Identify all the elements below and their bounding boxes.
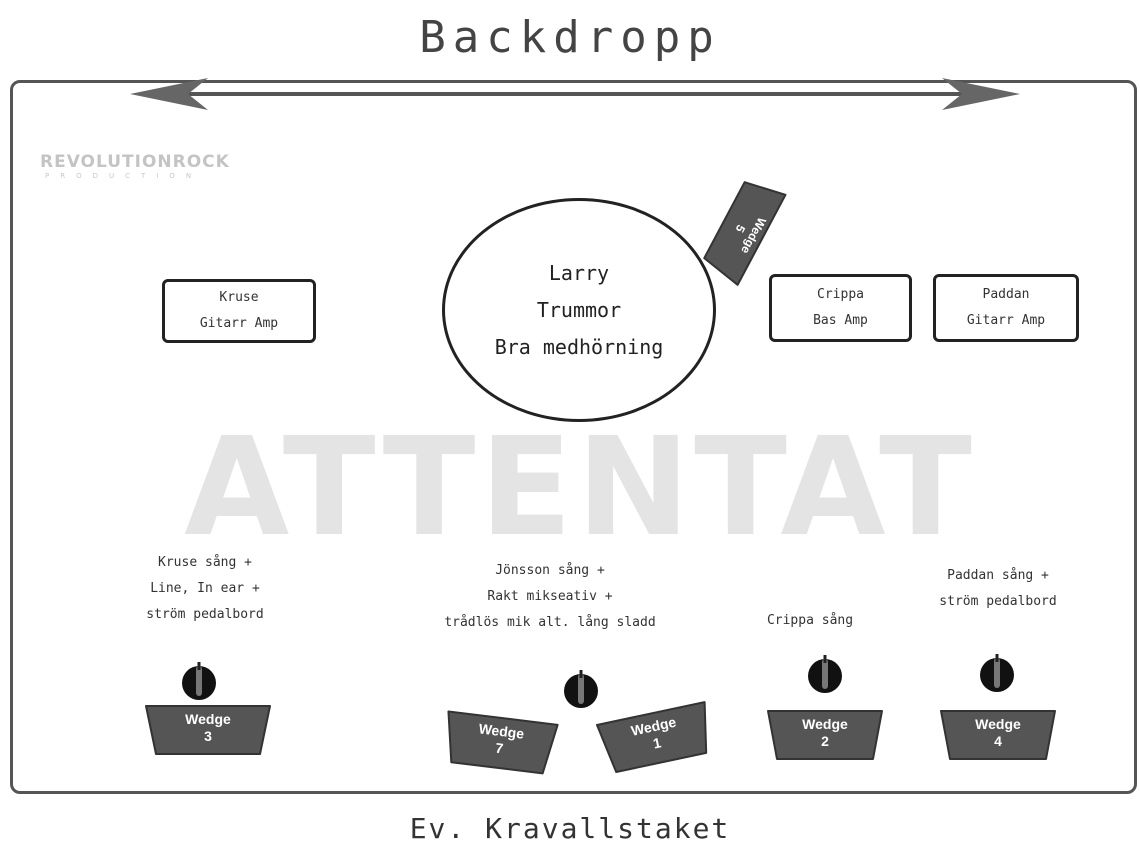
stage-outline xyxy=(10,80,1137,794)
brand-watermark-sub: PRODUCTION xyxy=(45,172,203,180)
drum-riser: Larry Trummor Bra medhörning xyxy=(442,198,716,422)
wedge-3-label: Wedge xyxy=(185,711,231,727)
note-line: trådlös mik alt. lång sladd xyxy=(444,615,656,630)
wedge-2-shape xyxy=(767,710,883,760)
amp-kruse-name: Kruse xyxy=(219,290,259,305)
wedge-2-number: 2 xyxy=(821,733,829,749)
band-watermark: ATTENTAT xyxy=(184,409,976,567)
amp-kruse: Kruse Gitarr Amp xyxy=(162,279,316,343)
wedge-4-label: Wedge xyxy=(975,716,1021,732)
note-line: Line, In ear + xyxy=(150,581,260,596)
backdrop-width-arrow xyxy=(130,78,1020,110)
wedge-3-shape xyxy=(145,705,271,755)
amp-paddan-type: Gitarr Amp xyxy=(966,313,1046,328)
mic-icon xyxy=(808,655,842,693)
amp-paddan: Paddan Gitarr Amp xyxy=(933,274,1079,342)
vocal-note-paddan: Paddan sång + ström pedalbord xyxy=(898,563,1098,615)
wedge-7-shape xyxy=(447,710,559,775)
wedge-4-number: 4 xyxy=(994,733,1002,749)
vocal-note-jonsson: Jönsson sång + Rakt mikseativ + trådlös … xyxy=(385,558,715,636)
mic-icon xyxy=(564,670,598,708)
wedge-3-number: 3 xyxy=(204,728,212,744)
wedge-1: Wedge 1 xyxy=(593,699,718,778)
amp-crippa-type: Bas Amp xyxy=(813,313,868,328)
wedge-5: Wedge 5 xyxy=(695,170,791,291)
drum-instrument: Trummor xyxy=(536,297,622,322)
wedge-2-label: Wedge xyxy=(802,716,848,732)
note-line: Paddan sång + xyxy=(947,568,1049,583)
amp-paddan-name: Paddan xyxy=(982,287,1030,302)
wedge-7: Wedge 7 xyxy=(439,708,561,778)
brand-watermark: REVOLUTIONROCK xyxy=(40,152,230,172)
note-line: Jönsson sång + xyxy=(495,563,605,578)
front-barrier-label: Ev. Kravallstaket xyxy=(409,812,731,845)
amp-crippa-name: Crippa xyxy=(817,287,864,302)
note-line: Crippa sång xyxy=(766,613,854,628)
mic-icon xyxy=(980,654,1014,692)
wedge-1-shape xyxy=(596,701,708,774)
wedge-2: Wedge 2 xyxy=(765,708,885,762)
note-line: Rakt mikseativ + xyxy=(487,589,613,604)
drum-monitor-note: Bra medhörning xyxy=(494,334,664,359)
wedge-3: Wedge 3 xyxy=(143,703,273,757)
note-line: ström pedalbord xyxy=(939,594,1057,609)
vocal-note-crippa: Crippa sång xyxy=(730,608,890,634)
wedge-5-shape xyxy=(703,181,787,286)
note-line: ström pedalbord xyxy=(146,607,264,622)
wedge-4-shape xyxy=(940,710,1056,760)
note-line: Kruse sång + xyxy=(158,555,252,570)
wedge-4: Wedge 4 xyxy=(938,708,1058,762)
mic-icon xyxy=(182,662,216,700)
diagram-title: Backdropp xyxy=(419,12,721,63)
drummer-name: Larry xyxy=(548,260,610,285)
amp-kruse-type: Gitarr Amp xyxy=(199,316,279,331)
vocal-note-kruse: Kruse sång + Line, In ear + ström pedalb… xyxy=(110,550,300,628)
amp-crippa: Crippa Bas Amp xyxy=(769,274,912,342)
